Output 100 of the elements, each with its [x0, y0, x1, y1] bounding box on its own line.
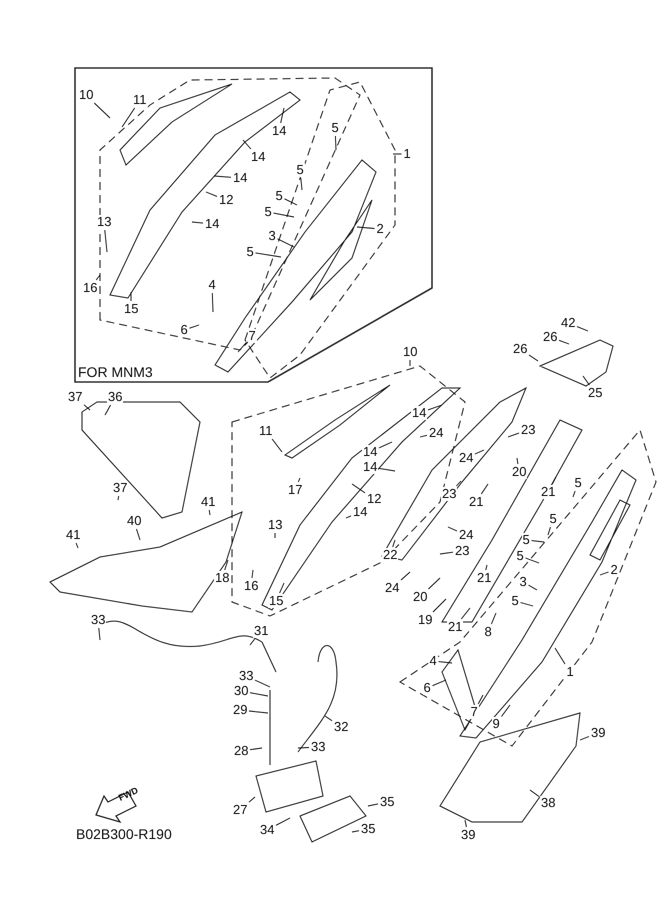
callout-number: 5 — [246, 245, 255, 259]
leader-line — [300, 178, 302, 190]
callout-number: 23 — [454, 544, 470, 558]
leader-line — [572, 490, 576, 498]
leader-line — [276, 818, 290, 826]
leader-line — [298, 478, 300, 482]
leader-line — [98, 628, 100, 640]
callout-number: 3 — [518, 575, 528, 589]
callout-number: 37 — [112, 481, 128, 495]
callout-number: 40 — [126, 514, 142, 528]
leader-line — [96, 274, 100, 280]
callout-number: 33 — [310, 740, 326, 754]
callout-number: 24 — [384, 581, 400, 595]
callout-number: 23 — [441, 487, 458, 501]
leader-line — [432, 680, 446, 686]
leader-line — [130, 292, 132, 302]
callout-number: 1 — [566, 665, 575, 679]
leader-line — [580, 736, 590, 740]
leader-line — [485, 564, 488, 570]
leader-line — [428, 578, 440, 590]
callout-number: 36 — [107, 390, 124, 404]
callout-number: 2 — [610, 563, 619, 577]
leader-line — [122, 108, 136, 128]
leader-line — [478, 694, 484, 704]
callout-number: 5 — [548, 512, 558, 526]
leader-line — [356, 226, 375, 229]
leader-line — [192, 222, 204, 224]
callout-number: 1 — [402, 147, 412, 161]
leader-line — [464, 820, 467, 828]
callout-number: 24 — [458, 451, 474, 465]
callout-number: 23 — [520, 423, 536, 437]
leader-line — [440, 552, 454, 554]
callout-number: 19 — [417, 613, 434, 627]
callout-number: 5 — [330, 121, 340, 135]
leader-line — [255, 252, 282, 258]
leader-line — [531, 540, 544, 542]
callout-number: 34 — [259, 823, 276, 837]
callout-number: 42 — [560, 316, 576, 330]
leader-line — [352, 484, 366, 494]
callout-number: 14 — [250, 150, 266, 164]
leader-line — [438, 661, 452, 664]
leader-line — [530, 790, 540, 797]
callout-number: 18 — [214, 571, 230, 585]
leader-line — [284, 198, 298, 206]
callout-number: 6 — [180, 323, 189, 337]
callout-number: 35 — [379, 795, 396, 809]
leader-line — [520, 602, 534, 606]
leader-line — [420, 434, 428, 438]
callout-number: 14 — [352, 505, 368, 519]
callout-number: 5 — [574, 476, 583, 490]
leader-line — [277, 238, 294, 248]
callout-number: 39 — [460, 828, 476, 842]
leader-line — [525, 558, 540, 564]
leader-line — [250, 638, 256, 646]
callout-number: 24 — [458, 528, 474, 542]
leader-line — [368, 803, 378, 806]
leader-line — [208, 510, 210, 516]
callout-number: 2 — [376, 222, 385, 236]
leader-line — [392, 540, 396, 548]
callout-number: 14 — [362, 460, 378, 474]
leader-line — [298, 747, 310, 748]
callout-number: 12 — [218, 193, 234, 207]
leader-line — [474, 450, 484, 454]
callout-number: 38 — [540, 796, 556, 810]
callout-number: 10 — [402, 345, 418, 359]
callout-number: 33 — [238, 669, 254, 683]
callout-number: 20 — [511, 465, 528, 479]
diagram-code: B02B300-R190 — [76, 826, 172, 842]
leader-line — [248, 796, 256, 803]
leader-line — [516, 458, 518, 464]
callout-number: 22 — [382, 548, 398, 562]
callout-number: 29 — [232, 703, 248, 717]
leader-line — [346, 515, 352, 518]
callout-number: 12 — [366, 492, 382, 506]
callout-number: 32 — [333, 720, 350, 734]
leader-line — [558, 340, 570, 344]
callout-number: 14 — [204, 217, 220, 231]
callout-number: 4 — [208, 278, 217, 292]
leader-line — [273, 212, 294, 218]
leader-line — [118, 496, 120, 500]
callout-number: 9 — [492, 717, 501, 731]
callout-number: 11 — [132, 93, 148, 107]
callout-number: 33 — [90, 613, 106, 627]
callout-number: 17 — [287, 483, 304, 497]
callout-number: 26 — [512, 342, 528, 356]
leader-line — [104, 404, 112, 416]
leader-line — [248, 710, 268, 714]
leader-line — [554, 648, 566, 664]
leader-line — [490, 612, 496, 624]
callout-number: 30 — [233, 684, 250, 698]
leader-line — [460, 608, 470, 620]
callout-number: 21 — [447, 620, 464, 634]
leader-line — [272, 438, 282, 452]
callout-number: 11 — [258, 424, 274, 438]
leader-line — [252, 570, 254, 578]
leader-line — [189, 324, 200, 329]
leader-line — [250, 692, 268, 696]
leader-line — [352, 830, 360, 832]
leader-line — [432, 598, 446, 612]
callout-number: 5 — [516, 549, 525, 563]
